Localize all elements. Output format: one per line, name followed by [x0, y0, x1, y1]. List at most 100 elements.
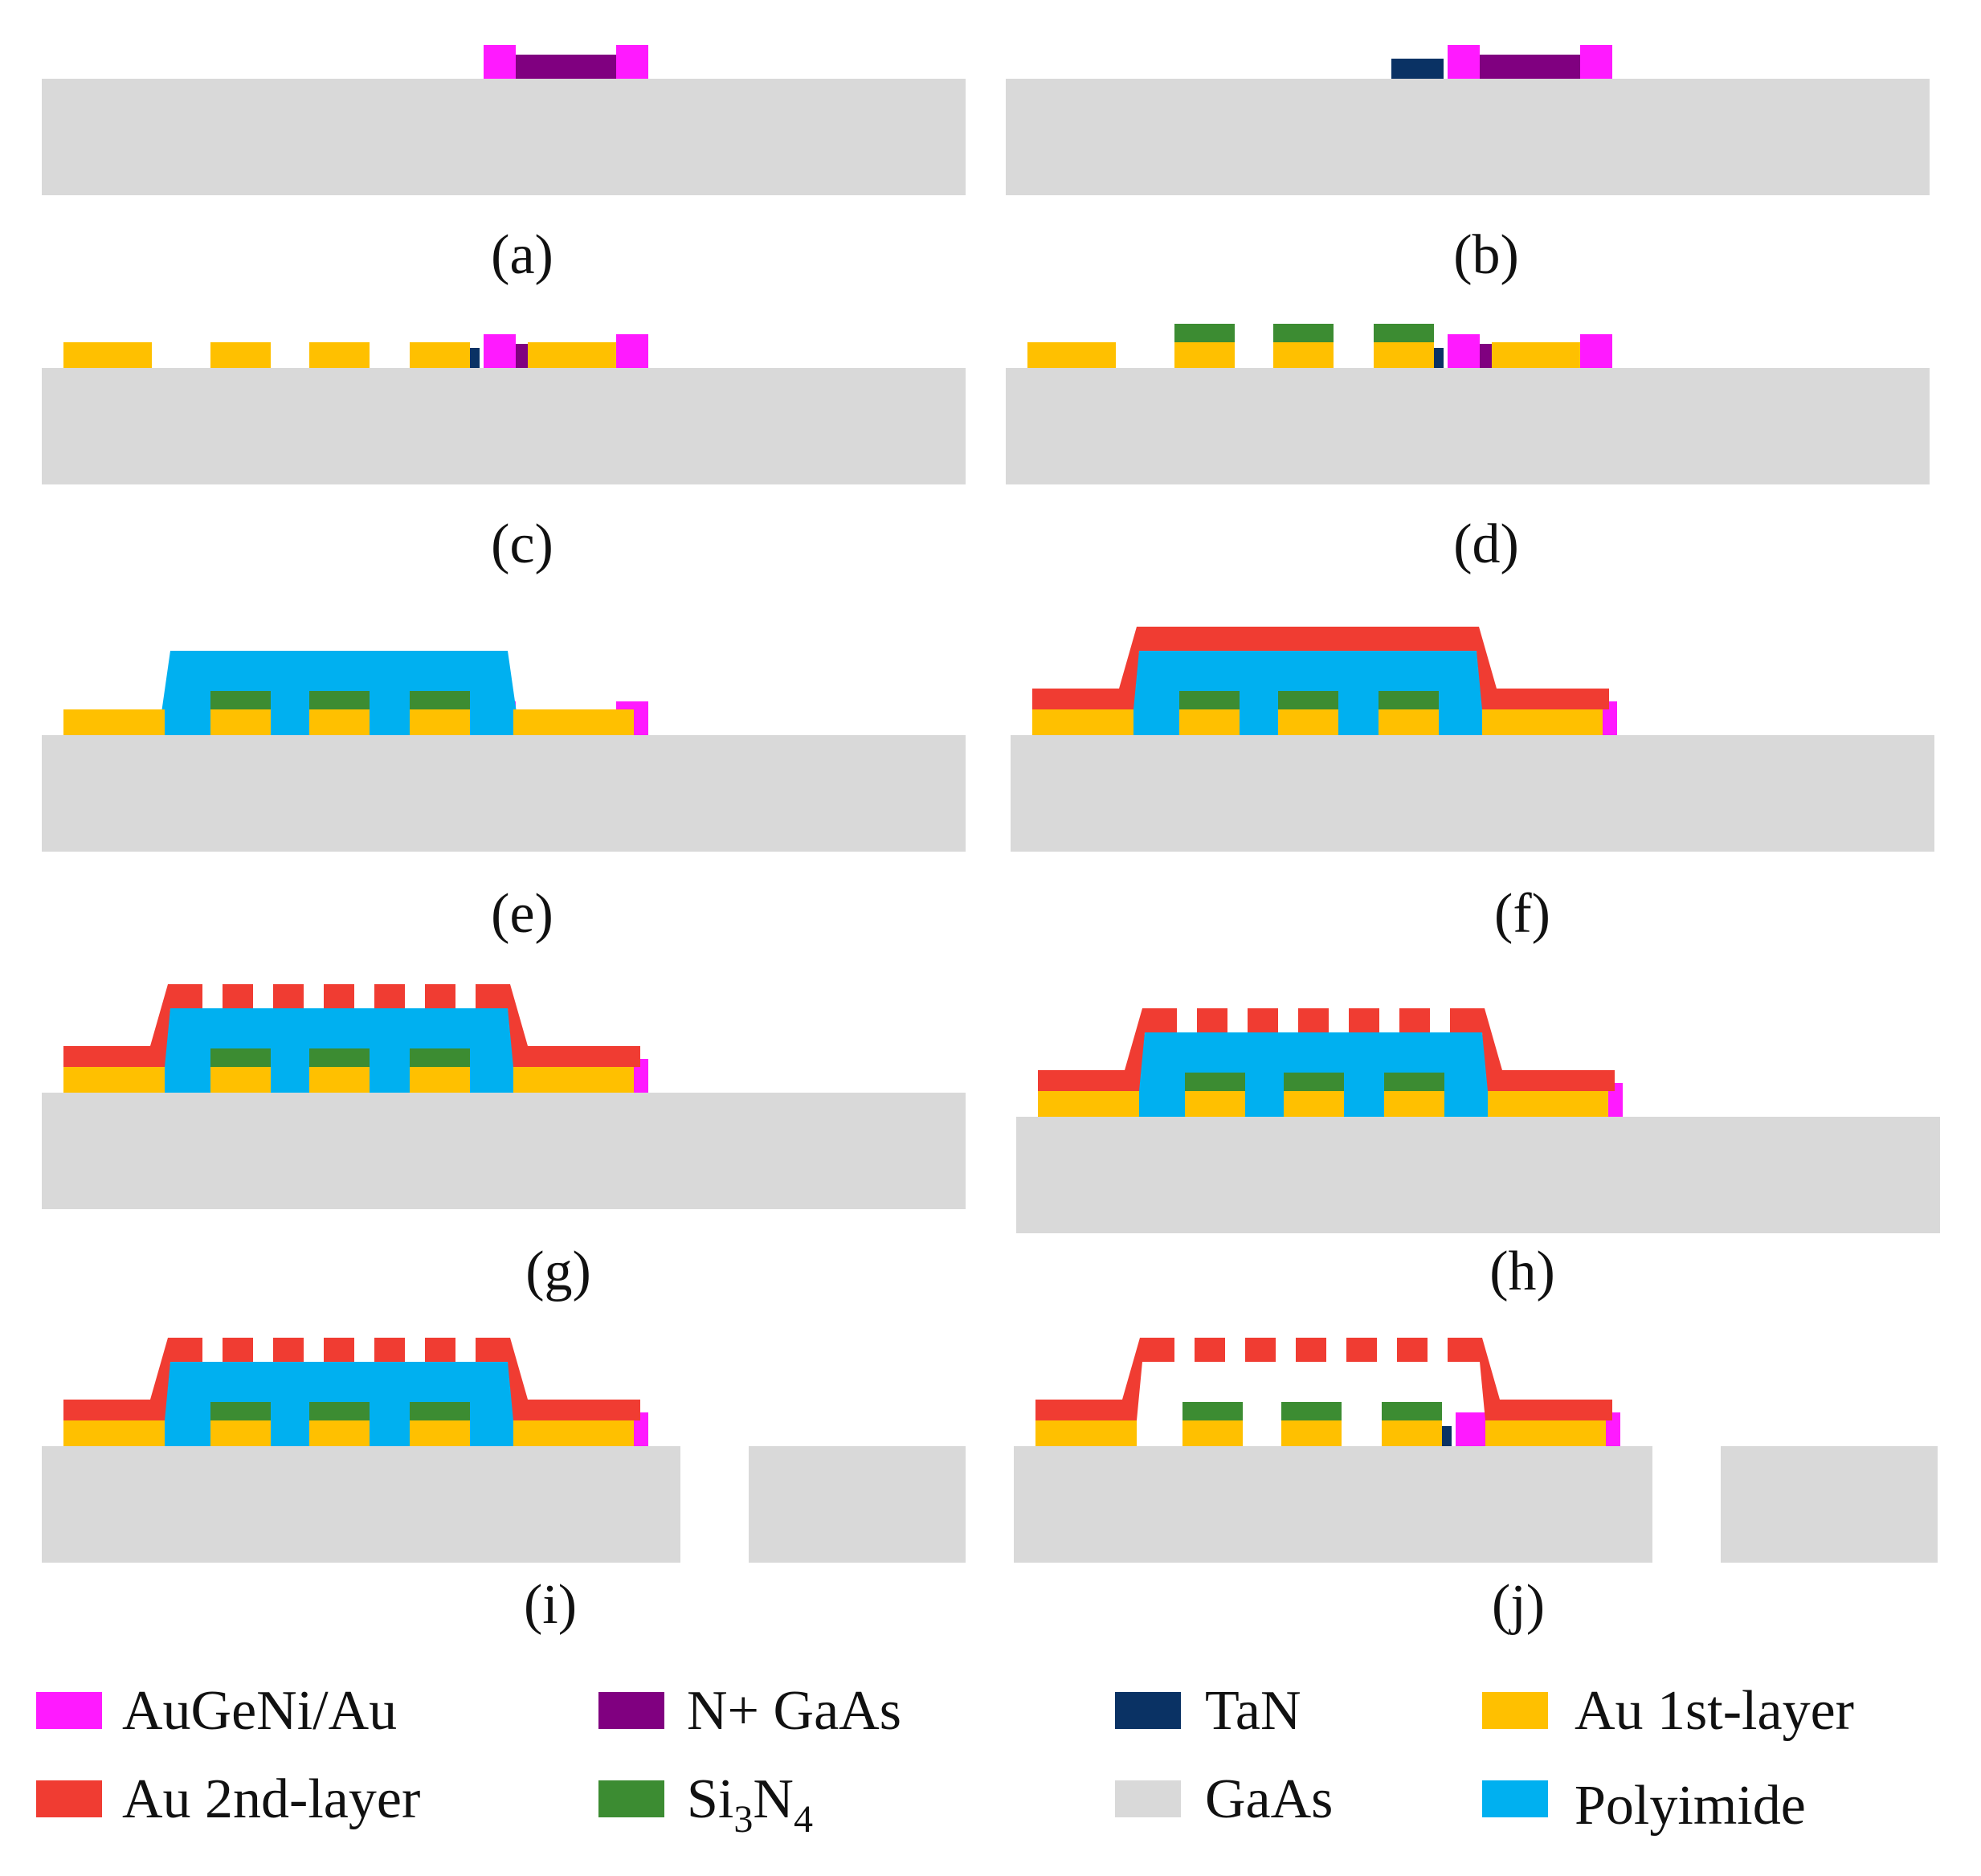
- si3n4-layer-3: [1374, 324, 1434, 342]
- si3n4-layer-3: [410, 691, 470, 709]
- au2-bridge-segment-1: [1195, 1338, 1225, 1362]
- legend-label-au2: Au 2nd-layer: [122, 1768, 420, 1830]
- au1-strip-2: [309, 342, 370, 368]
- panel-label-i: (i): [524, 1574, 577, 1636]
- au1-pad-right: [1485, 1420, 1606, 1446]
- au2-bridge-right: [1450, 1008, 1615, 1091]
- au1-finger-3: [410, 709, 470, 735]
- si3n4-n: N: [753, 1768, 794, 1830]
- augeni-contact-left: [1448, 45, 1480, 79]
- au1-finger-3: [1382, 1420, 1442, 1446]
- au2-bridge-segment-2: [1245, 1338, 1276, 1362]
- au1-finger-2: [309, 709, 370, 735]
- au1-finger-1: [210, 1420, 271, 1446]
- panel-label-g: (g): [525, 1240, 591, 1302]
- panel-labels: (a) (b) (c) (d) (e) (f) (g) (h) (i) (j): [491, 224, 1555, 1636]
- au2-bridge-segment-3: [324, 984, 354, 1008]
- step-d: [1006, 324, 1930, 484]
- au1-finger-3: [410, 1420, 470, 1446]
- augeni-contact-right: [616, 45, 648, 79]
- gaas-substrate: [42, 735, 966, 852]
- au1-pad-left: [63, 1420, 165, 1446]
- panel-label-a: (a): [491, 224, 553, 286]
- step-f: [1011, 627, 1934, 852]
- step-i: [42, 1338, 966, 1563]
- au1-finger-2: [1273, 342, 1334, 368]
- au2-bridge-segment-3: [1296, 1338, 1326, 1362]
- ngaas-mesa: [516, 55, 616, 79]
- step-h: [1016, 1008, 1940, 1233]
- au1-finger-1: [210, 1067, 271, 1093]
- legend-label-au1: Au 1st-layer: [1575, 1680, 1854, 1742]
- si3n4-layer-2: [309, 691, 370, 709]
- au2-bridge-segment-3: [1298, 1008, 1329, 1032]
- au1-finger-1: [1174, 342, 1235, 368]
- panel-label-j: (j): [1492, 1574, 1545, 1636]
- gaas-substrate: [1011, 735, 1934, 852]
- legend-swatch-au1: [1482, 1692, 1548, 1729]
- si3n4-layer-2: [1284, 1073, 1344, 1091]
- legend-swatch-au2: [36, 1780, 102, 1817]
- legend-label-polyimide: Polyimide: [1575, 1775, 1806, 1837]
- au2-bridge-segment-4: [1346, 1338, 1377, 1362]
- si3n4-layer-3: [410, 1048, 470, 1067]
- si3n4-si: Si: [687, 1768, 733, 1830]
- au2-bridge-segment-1: [1197, 1008, 1227, 1032]
- au2-bridge-segment-3: [324, 1338, 354, 1362]
- au2-bridge-left: [63, 1338, 202, 1420]
- step-j: [1014, 1338, 1938, 1563]
- si3n4-layer-3: [410, 1402, 470, 1420]
- step-b: [1006, 45, 1930, 195]
- legend: AuGeNi/Au N+ GaAs TaN Au 1st-layer Au 2n…: [36, 1680, 1854, 1841]
- legend-label-augeni: AuGeNi/Au: [122, 1680, 397, 1742]
- au2-bridge-segment-5: [425, 1338, 455, 1362]
- au1-finger-3: [410, 1067, 470, 1093]
- au1-finger-3: [1384, 1091, 1444, 1117]
- legend-swatch-gaas: [1115, 1780, 1181, 1817]
- panel-label-e: (e): [491, 883, 553, 945]
- si3n4-layer-3: [1382, 1402, 1442, 1420]
- panel-label-c: (c): [491, 513, 553, 575]
- step-c: [42, 334, 966, 484]
- au2-bridge-right: [476, 984, 640, 1067]
- au2-bridge-segment-5: [1399, 1008, 1430, 1032]
- au1-finger-1: [1182, 1420, 1243, 1446]
- au1-finger-3: [1379, 709, 1439, 735]
- si3n4-layer-1: [1182, 1402, 1243, 1420]
- au2-bridge-left: [1038, 1008, 1177, 1091]
- au1-pad-right: [1488, 1091, 1608, 1117]
- au2-bridge-right: [476, 1338, 640, 1420]
- au1-strip-1: [210, 342, 271, 368]
- legend-swatch-si3n4: [598, 1780, 664, 1817]
- augeni-contact-right: [1580, 45, 1612, 79]
- legend-label-si3n4: Si3N4: [687, 1768, 813, 1841]
- au1-finger-1: [1185, 1091, 1245, 1117]
- si3n4-layer-1: [1174, 324, 1235, 342]
- gaas-substrate: [1006, 368, 1930, 484]
- au1-pad-right: [1492, 342, 1580, 368]
- si3n4-layer-2: [1273, 324, 1334, 342]
- au2-bridge-segment-5: [1397, 1338, 1428, 1362]
- legend-swatch-augeni: [36, 1692, 102, 1729]
- si3n4-layer-2: [1278, 691, 1338, 709]
- process-steps: [42, 45, 1940, 1563]
- au2-bridge-left: [1035, 1338, 1174, 1420]
- step-a: [42, 45, 966, 195]
- au2-bridge-segment-4: [374, 984, 405, 1008]
- au1-finger-2: [1278, 709, 1338, 735]
- au1-finger-3: [1374, 342, 1434, 368]
- au1-strip-3: [410, 342, 470, 368]
- legend-label-ngaas: N+ GaAs: [687, 1680, 901, 1742]
- au1-finger-2: [309, 1420, 370, 1446]
- gaas-substrate-left: [42, 1446, 680, 1563]
- si3n4-layer-2: [309, 1402, 370, 1420]
- tan-resistor: [1391, 59, 1444, 79]
- si3n4-layer-2: [309, 1048, 370, 1067]
- au2-bridge-segment-2: [273, 1338, 304, 1362]
- au2-bridge-segment-4: [1349, 1008, 1379, 1032]
- ngaas-mesa: [1480, 55, 1580, 79]
- gaas-substrate-right: [749, 1446, 966, 1563]
- au1-pad-right: [513, 1420, 634, 1446]
- panel-label-b: (b): [1453, 224, 1519, 286]
- si3n4-layer-3: [1384, 1073, 1444, 1091]
